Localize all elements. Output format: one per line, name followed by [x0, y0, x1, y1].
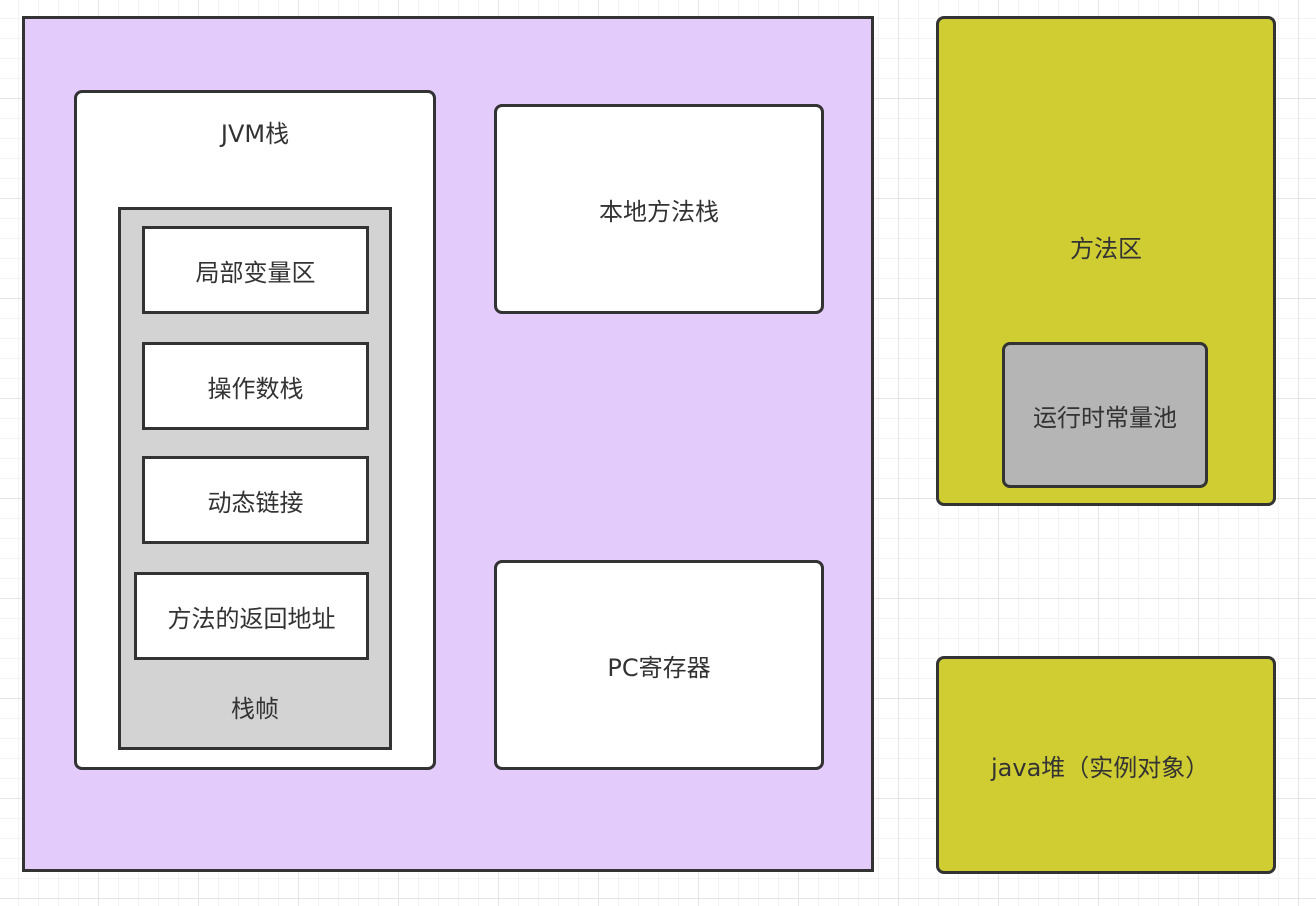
- local-variables-box: 局部变量区: [142, 226, 369, 314]
- stack-frame-label: 栈帧: [231, 695, 279, 723]
- method-area-title: 方法区: [1070, 235, 1142, 263]
- runtime-constant-pool-box: 运行时常量池: [1002, 342, 1208, 488]
- operand-stack-box: 操作数栈: [142, 342, 369, 430]
- native-method-stack-box: 本地方法栈: [494, 104, 824, 314]
- java-heap-box: java堆（实例对象）: [936, 656, 1276, 874]
- jvm-stack-title: JVM栈: [220, 120, 290, 148]
- return-address-box: 方法的返回地址: [134, 572, 369, 660]
- pc-register-box: PC寄存器: [494, 560, 824, 770]
- dynamic-linking-box: 动态链接: [142, 456, 369, 544]
